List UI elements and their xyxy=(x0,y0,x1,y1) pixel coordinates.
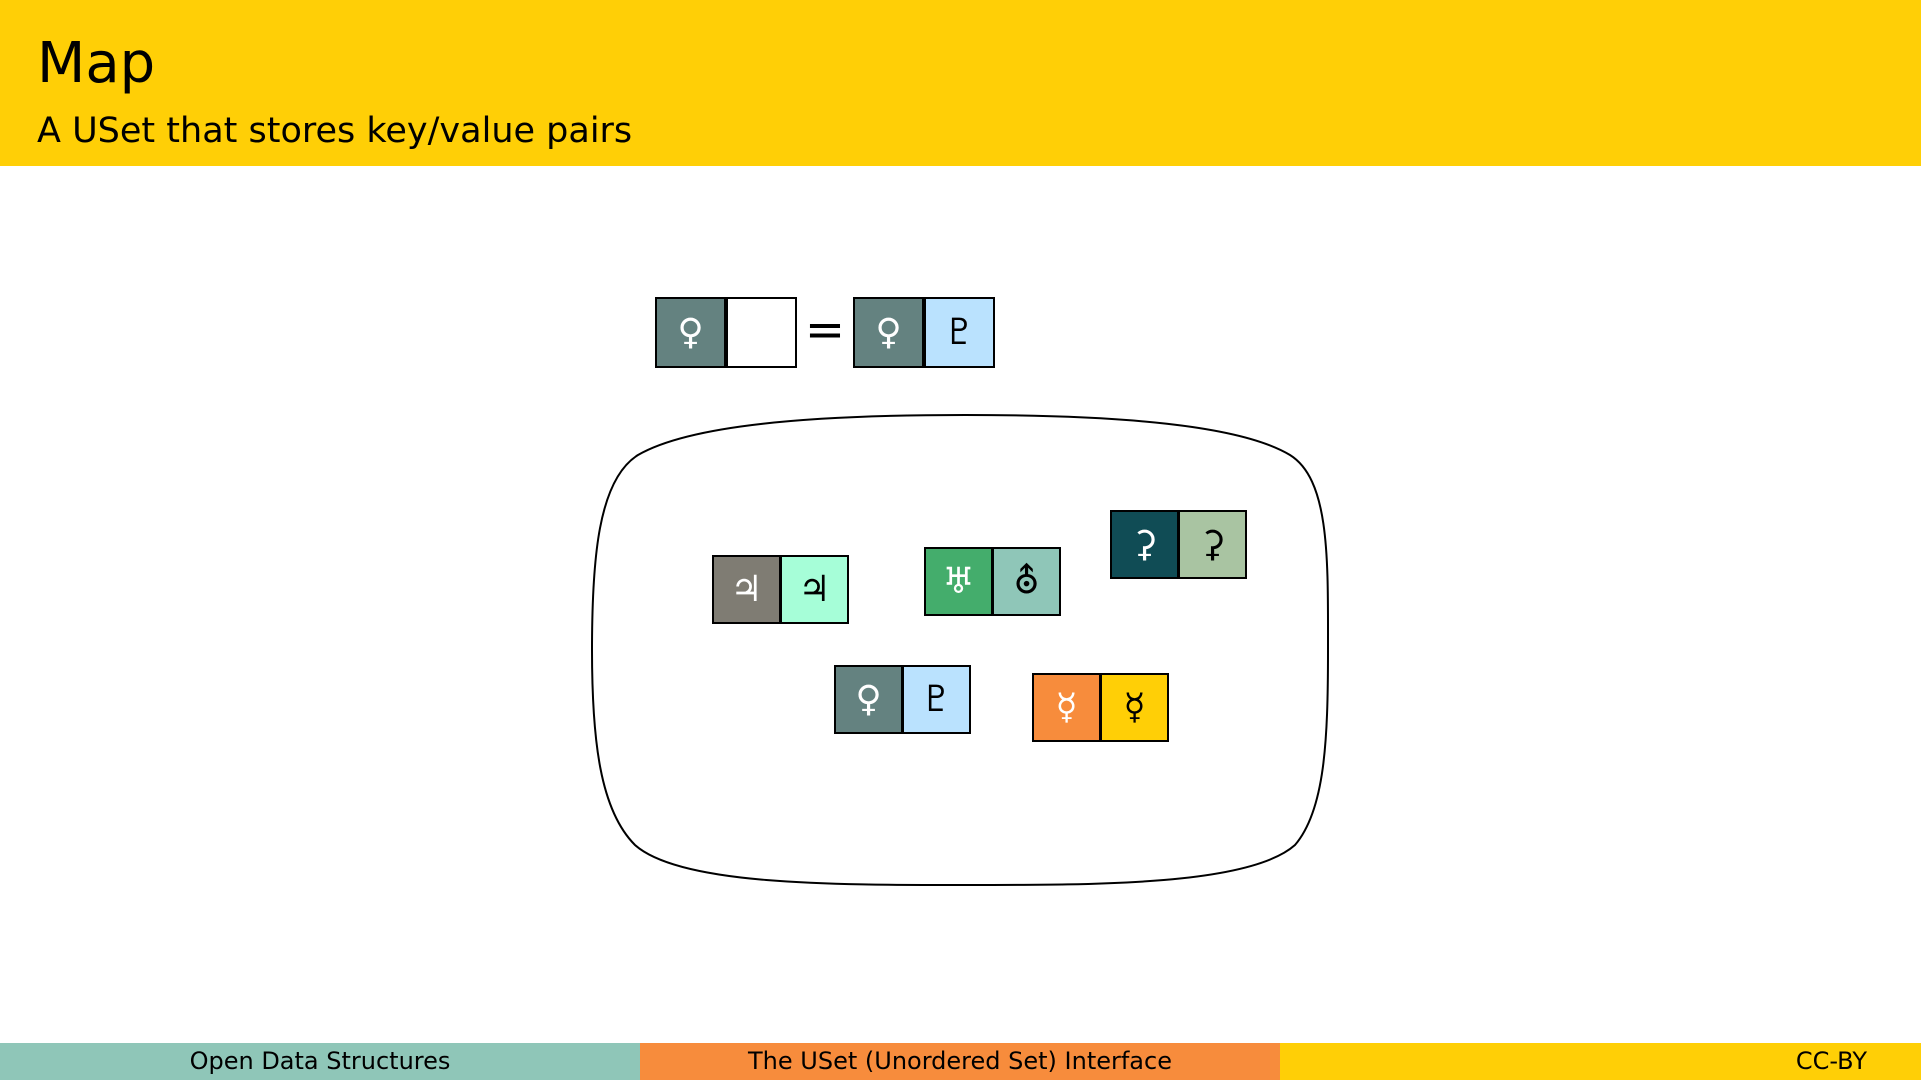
footer-right-text: CC-BY xyxy=(1795,1047,1867,1075)
rhs-key-cell xyxy=(853,297,924,368)
ceres-symbol-icon: ⚳ xyxy=(1131,524,1157,565)
pair-mercury-value-cell xyxy=(1100,673,1169,742)
pair-pluto: ♀♇ xyxy=(834,665,971,734)
map-diagram: ♀ = ♀ ♇ ♃♃♅⛢⚳⚳♀♇☿☿ xyxy=(590,297,1330,886)
pluto-symbol-icon: ♀ xyxy=(677,312,703,353)
slide-footer: Open Data Structures The USet (Unordered… xyxy=(0,1043,1921,1080)
pluto-monogram-icon: ♇ xyxy=(920,679,952,720)
jupiter-alt-symbol-icon: ♃ xyxy=(798,569,830,610)
pair-ceres: ⚳⚳ xyxy=(1110,510,1247,579)
pair-pluto-value-cell xyxy=(902,665,971,734)
mercury-symbol-icon: ☿ xyxy=(1055,687,1077,728)
mercury-alt-symbol-icon: ☿ xyxy=(1123,687,1145,728)
equation: ♀ = ♀ ♇ xyxy=(655,297,995,368)
footer-left-text: Open Data Structures xyxy=(189,1047,451,1075)
pluto-symbol-icon: ♀ xyxy=(875,312,901,353)
slide-header: Map A USet that stores key/value pairs xyxy=(0,0,1921,166)
equals-sign: = xyxy=(805,302,845,358)
uranus-alt-symbol-icon: ⛢ xyxy=(1013,561,1039,602)
pair-uranus: ♅⛢ xyxy=(924,547,1061,616)
footer-middle: The USet (Unordered Set) Interface xyxy=(640,1043,1280,1080)
pair-uranus-value-cell xyxy=(992,547,1061,616)
footer-right: CC-BY xyxy=(1280,1043,1921,1080)
footer-left: Open Data Structures xyxy=(0,1043,640,1080)
pluto-symbol-icon: ♀ xyxy=(855,679,881,720)
footer-middle-text: The USet (Unordered Set) Interface xyxy=(748,1047,1172,1075)
slide-subtitle: A USet that stores key/value pairs xyxy=(37,111,633,151)
lhs-empty-value-cell xyxy=(726,297,797,368)
rhs-value-cell xyxy=(924,297,995,368)
pair-uranus-key-cell xyxy=(924,547,993,616)
uranus-symbol-icon: ♅ xyxy=(942,561,974,602)
pair-pluto-key-cell xyxy=(834,665,903,734)
slide-title: Map xyxy=(37,31,156,96)
pair-jupiter: ♃♃ xyxy=(712,555,849,624)
pair-ceres-value-cell xyxy=(1178,510,1247,579)
pair-jupiter-key-cell xyxy=(712,555,781,624)
key-value-pairs: ♃♃♅⛢⚳⚳♀♇☿☿ xyxy=(712,510,1247,742)
jupiter-symbol-icon: ♃ xyxy=(730,569,762,610)
ceres-alt-symbol-icon: ⚳ xyxy=(1199,524,1225,565)
pair-mercury: ☿☿ xyxy=(1032,673,1169,742)
pluto-monogram-icon: ♇ xyxy=(943,312,975,353)
uset-boundary xyxy=(590,413,1330,886)
pair-jupiter-value-cell xyxy=(780,555,849,624)
lhs-key-cell xyxy=(655,297,726,368)
